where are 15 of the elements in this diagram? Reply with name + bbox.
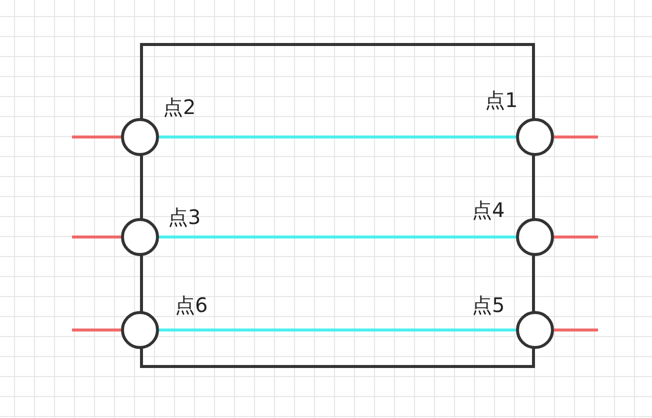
point-label: 点5 bbox=[472, 295, 505, 315]
connector-line bbox=[159, 328, 516, 332]
point-label: 点3 bbox=[168, 207, 201, 227]
connector-line bbox=[554, 136, 598, 138]
point-label: 点1 bbox=[485, 90, 518, 110]
point-label: 点2 bbox=[163, 97, 196, 117]
point-label: 点6 bbox=[175, 295, 208, 315]
connector-line bbox=[159, 236, 516, 238]
connector-line bbox=[554, 328, 598, 332]
connector-line bbox=[554, 236, 598, 238]
connector-line bbox=[72, 136, 121, 138]
connector-line bbox=[72, 328, 121, 332]
point-label: 点4 bbox=[472, 200, 505, 220]
connector-line bbox=[72, 236, 121, 238]
connector-line bbox=[159, 136, 516, 138]
